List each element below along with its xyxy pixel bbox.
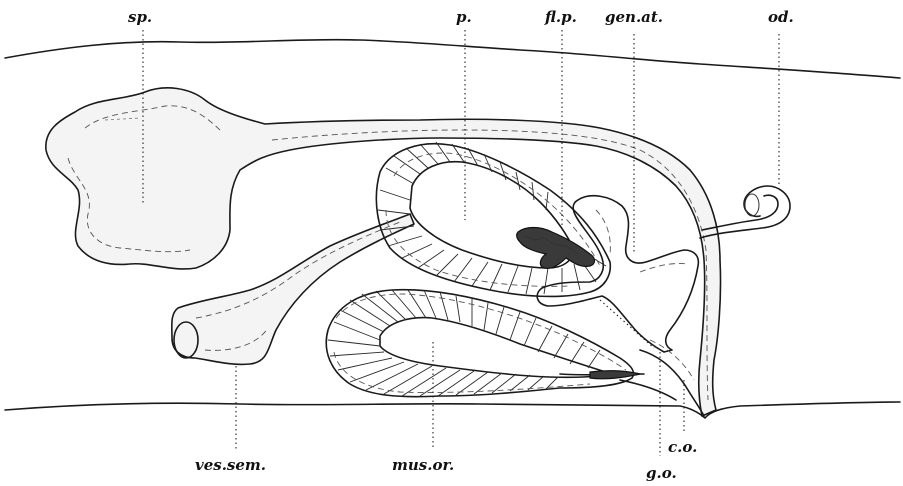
label-p: p.: [456, 8, 472, 26]
muscular-organ: [326, 290, 644, 397]
label-go: g.o.: [646, 464, 677, 482]
label-genat: gen.at.: [605, 8, 663, 26]
label-od: od.: [768, 8, 794, 26]
body-wall-bottom: [5, 402, 900, 418]
label-flp: fl.p.: [544, 8, 577, 26]
spermatheca: [46, 88, 721, 416]
label-co: c.o.: [668, 438, 697, 456]
label-sp: sp.: [128, 8, 152, 26]
flagellum-penis: [517, 228, 595, 269]
genital-atrium: [537, 196, 698, 352]
body-wall-top: [5, 40, 900, 78]
label-musor: mus.or.: [392, 456, 454, 474]
label-vessem: ves.sem.: [195, 456, 266, 474]
